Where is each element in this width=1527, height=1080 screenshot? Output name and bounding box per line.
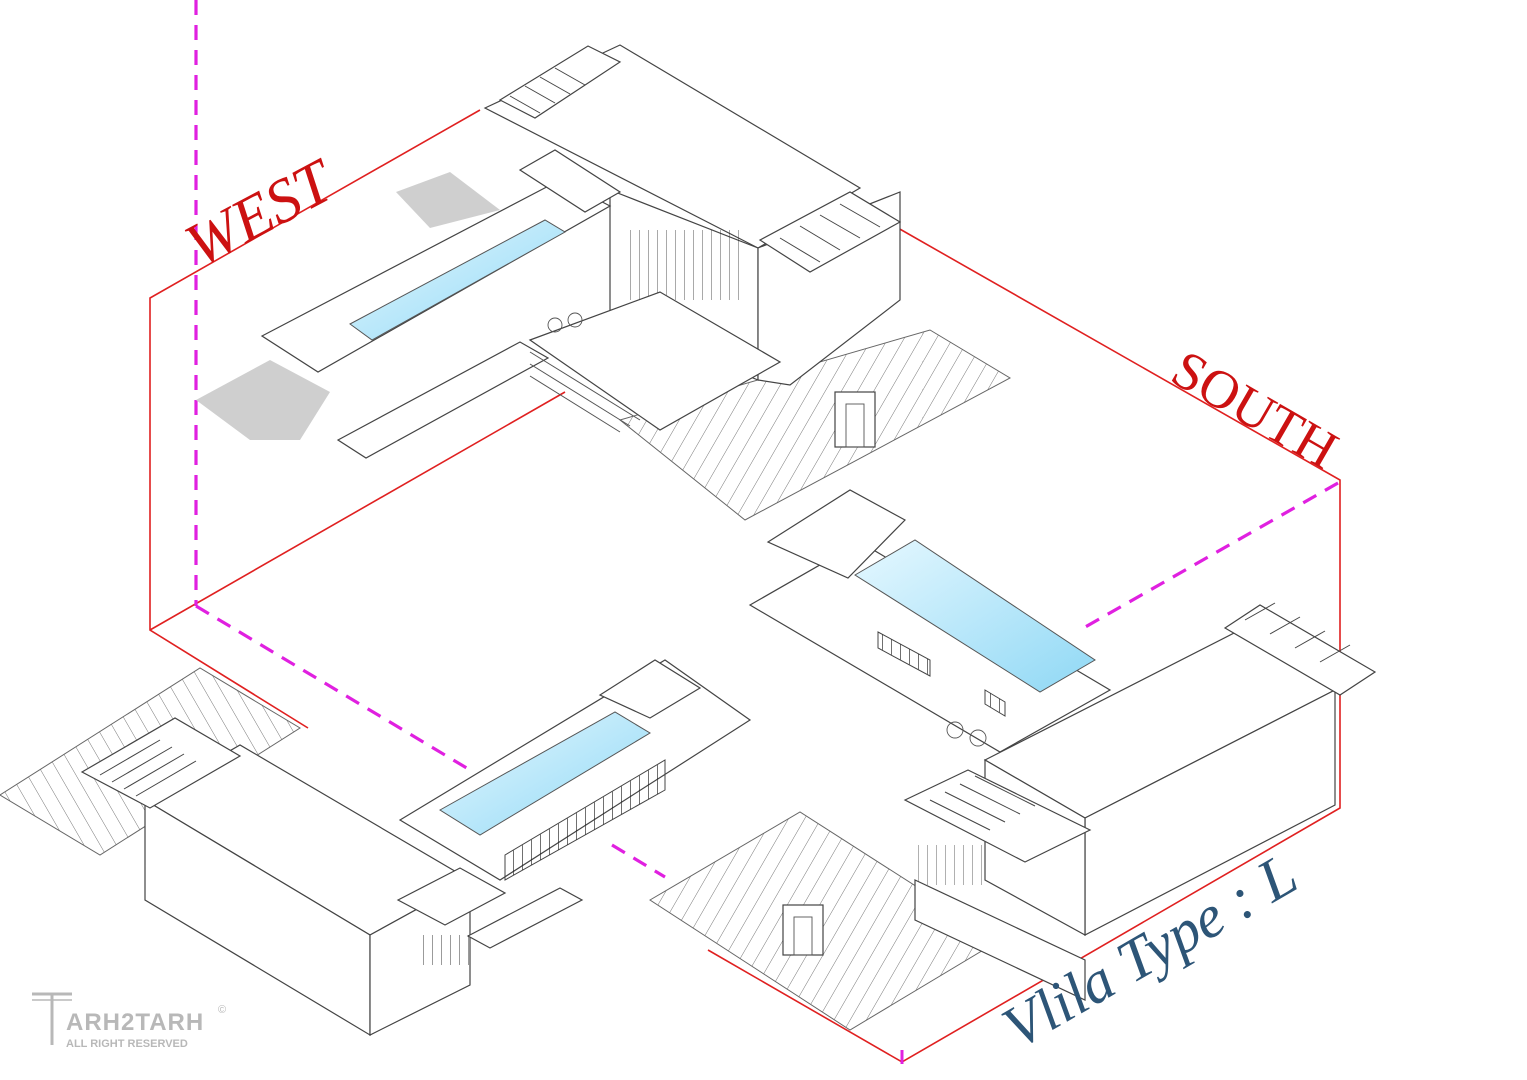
brand-name: ARH2TARH [66, 1009, 204, 1036]
entrance-gate-opening [845, 403, 865, 448]
side-plinth [466, 887, 584, 949]
pergola-slats [929, 775, 1036, 831]
outdoor-chair-icon [547, 317, 563, 333]
shadow-left [196, 360, 330, 440]
balcony-glazing [915, 845, 990, 885]
pool-slab [260, 179, 612, 373]
pergola-right [1223, 604, 1377, 696]
house-glazing [630, 230, 740, 300]
brand-rights: ALL RIGHT RESERVED [66, 1038, 188, 1050]
pool-glazing-wall [504, 759, 666, 881]
pergola-front [903, 769, 1092, 863]
pergola-left [80, 717, 242, 809]
pergola-slats [99, 739, 197, 797]
entrance-gate [834, 391, 876, 448]
lower-box [914, 879, 1086, 1001]
pool-water [439, 711, 651, 836]
lower-plinth [336, 341, 550, 459]
brand-watermark: ARH2TARH ALL RIGHT RESERVED © [32, 992, 226, 1050]
entrance-gate [782, 904, 824, 956]
pergola-slats [1244, 602, 1351, 663]
outdoor-chair-icon [946, 721, 964, 739]
shadow-top [396, 172, 500, 228]
pool-windows [877, 631, 1006, 717]
label-west: WEST [175, 145, 348, 280]
label-south: SOUTH [1162, 338, 1348, 480]
pergola-slats [509, 67, 881, 263]
pool-frame-arch [598, 659, 702, 719]
pergola-bottom [396, 867, 507, 926]
outdoor-chair-icon [567, 312, 583, 328]
lower-right-view-south [649, 489, 1377, 1031]
top-view-west [196, 44, 1012, 521]
terrace-steps [529, 351, 641, 433]
outdoor-chair-icon [969, 729, 987, 747]
entrance-gate-opening [793, 916, 813, 956]
pool-water [854, 539, 1096, 693]
magenta-dashed-axes [194, 0, 1339, 879]
brand-logo-icon [32, 992, 72, 1045]
balcony-glazing [415, 935, 475, 965]
pool-frame-arch [518, 149, 622, 213]
pool-water [349, 219, 566, 341]
deck-right [618, 329, 1012, 521]
terrace [528, 291, 782, 431]
pergola-right [758, 191, 902, 273]
pool-frame-arch [766, 489, 906, 579]
pergola-top [498, 45, 622, 119]
lower-left-view [0, 659, 752, 1037]
copyright-symbol: © [218, 1004, 226, 1016]
red-frame-lines [149, 109, 1341, 1063]
